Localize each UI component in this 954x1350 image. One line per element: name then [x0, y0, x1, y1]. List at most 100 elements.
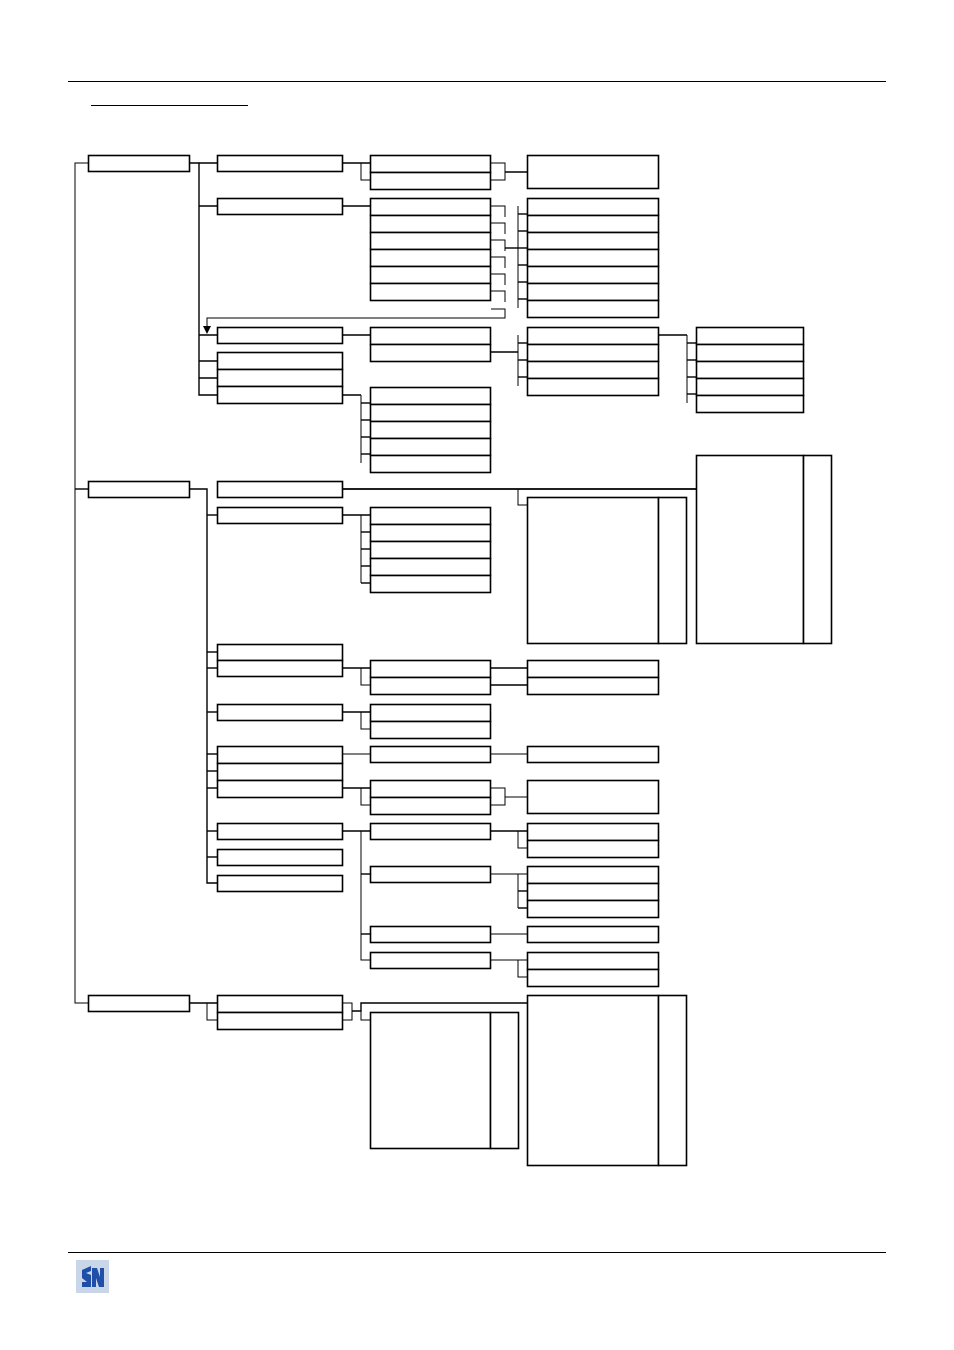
connector-line-15: [490, 205, 506, 217]
menu-box-23: [526, 265, 660, 285]
menu-box-3: [87, 994, 191, 1013]
connector-line-75: [490, 787, 506, 806]
connector-line-94: [360, 1011, 370, 1021]
menu-box-69: [526, 745, 660, 764]
menu-box-30: [526, 360, 660, 380]
menu-box-5: [216, 197, 344, 216]
connector-line-58: [517, 489, 527, 506]
connector-line-19: [490, 273, 506, 285]
menu-box-82: [526, 925, 660, 944]
menu-box-65: [526, 676, 660, 696]
menu-box-48: [216, 762, 344, 782]
menu-box-29: [526, 343, 660, 363]
menu-box-64: [526, 659, 660, 679]
menu-box-85: [216, 994, 344, 1014]
connector-line-70: [360, 712, 370, 730]
menu-box-43: [216, 506, 344, 525]
menu-box-14: [369, 214, 492, 234]
menu-box-89: [526, 994, 660, 1167]
menu-box-19: [526, 197, 660, 217]
menu-box-11: [369, 171, 492, 191]
menu-box-21: [526, 231, 660, 251]
menu-box-27: [369, 343, 492, 363]
menu-box-18: [369, 282, 492, 302]
menu-box-33: [695, 343, 805, 363]
menu-box-31: [526, 377, 660, 397]
menu-box-13: [369, 197, 492, 217]
footer-rule: [68, 1252, 886, 1253]
menu-box-81: [526, 899, 660, 919]
menu-box-10: [369, 154, 492, 174]
menu-box-49: [216, 779, 344, 799]
connector-line-20: [490, 290, 506, 302]
menu-box-22: [526, 248, 660, 268]
menu-box-35: [695, 377, 805, 397]
menu-box-72: [526, 779, 660, 815]
menu-box-32: [695, 326, 805, 346]
menu-box-68: [369, 745, 492, 764]
menu-box-51: [216, 848, 344, 867]
menu-box-79: [526, 865, 660, 885]
menu-box-9: [216, 385, 344, 405]
connector-line-74: [360, 788, 370, 806]
menu-box-77: [526, 822, 660, 842]
menu-box-59: [369, 540, 492, 560]
menu-box-52: [216, 874, 344, 893]
menu-box-37: [369, 386, 492, 406]
connector-line-9: [206, 308, 506, 330]
header-rule: [68, 81, 886, 82]
menu-box-84: [526, 968, 660, 988]
menu-box-36: [695, 394, 805, 414]
menu-box-88: [489, 1011, 520, 1150]
menu-box-57: [369, 506, 492, 526]
menu-box-17: [369, 265, 492, 285]
menu-box-60: [369, 557, 492, 577]
connector-line-1: [74, 162, 88, 1004]
section-title-underline: [91, 105, 248, 106]
menu-box-80: [526, 882, 660, 902]
connector-line-3: [189, 162, 217, 396]
connector-line-82: [517, 831, 527, 849]
menu-box-55: [695, 454, 805, 645]
menu-box-26: [369, 326, 492, 346]
menu-box-20: [526, 214, 660, 234]
menu-box-7: [216, 351, 344, 371]
menu-box-12: [526, 154, 660, 190]
menu-box-53: [526, 496, 660, 645]
menu-box-42: [216, 480, 344, 499]
menu-box-16: [369, 248, 492, 268]
menu-box-47: [216, 745, 344, 765]
menu-box-4: [216, 154, 344, 173]
connector-line-93: [352, 1002, 527, 1012]
menu-box-73: [369, 822, 492, 841]
menu-box-78: [526, 839, 660, 859]
menu-box-74: [369, 865, 492, 884]
connector-line-17: [490, 239, 506, 251]
menu-box-87: [369, 1011, 492, 1150]
menu-box-15: [369, 231, 492, 251]
menu-box-44: [216, 643, 344, 662]
menu-box-83: [526, 951, 660, 971]
connector-line-16: [490, 222, 506, 234]
connector-line-66: [360, 668, 370, 686]
menu-box-28: [526, 326, 660, 346]
menu-box-90: [657, 994, 688, 1167]
menu-box-40: [369, 437, 492, 457]
connector-line-18: [490, 256, 506, 268]
menu-box-39: [369, 420, 492, 440]
menu-box-56: [802, 454, 833, 645]
menu-box-62: [369, 659, 492, 679]
menu-box-2: [87, 480, 191, 499]
arrow-head-icon: [203, 326, 211, 334]
logo-mark-icon: [76, 1260, 109, 1293]
menu-box-63: [369, 676, 492, 696]
menu-box-86: [216, 1011, 344, 1031]
menu-box-24: [526, 282, 660, 302]
menu-box-58: [369, 523, 492, 543]
menu-box-46: [216, 703, 344, 722]
connector-line-12: [490, 162, 506, 181]
menu-box-6: [216, 326, 344, 345]
menu-box-45: [216, 659, 344, 678]
